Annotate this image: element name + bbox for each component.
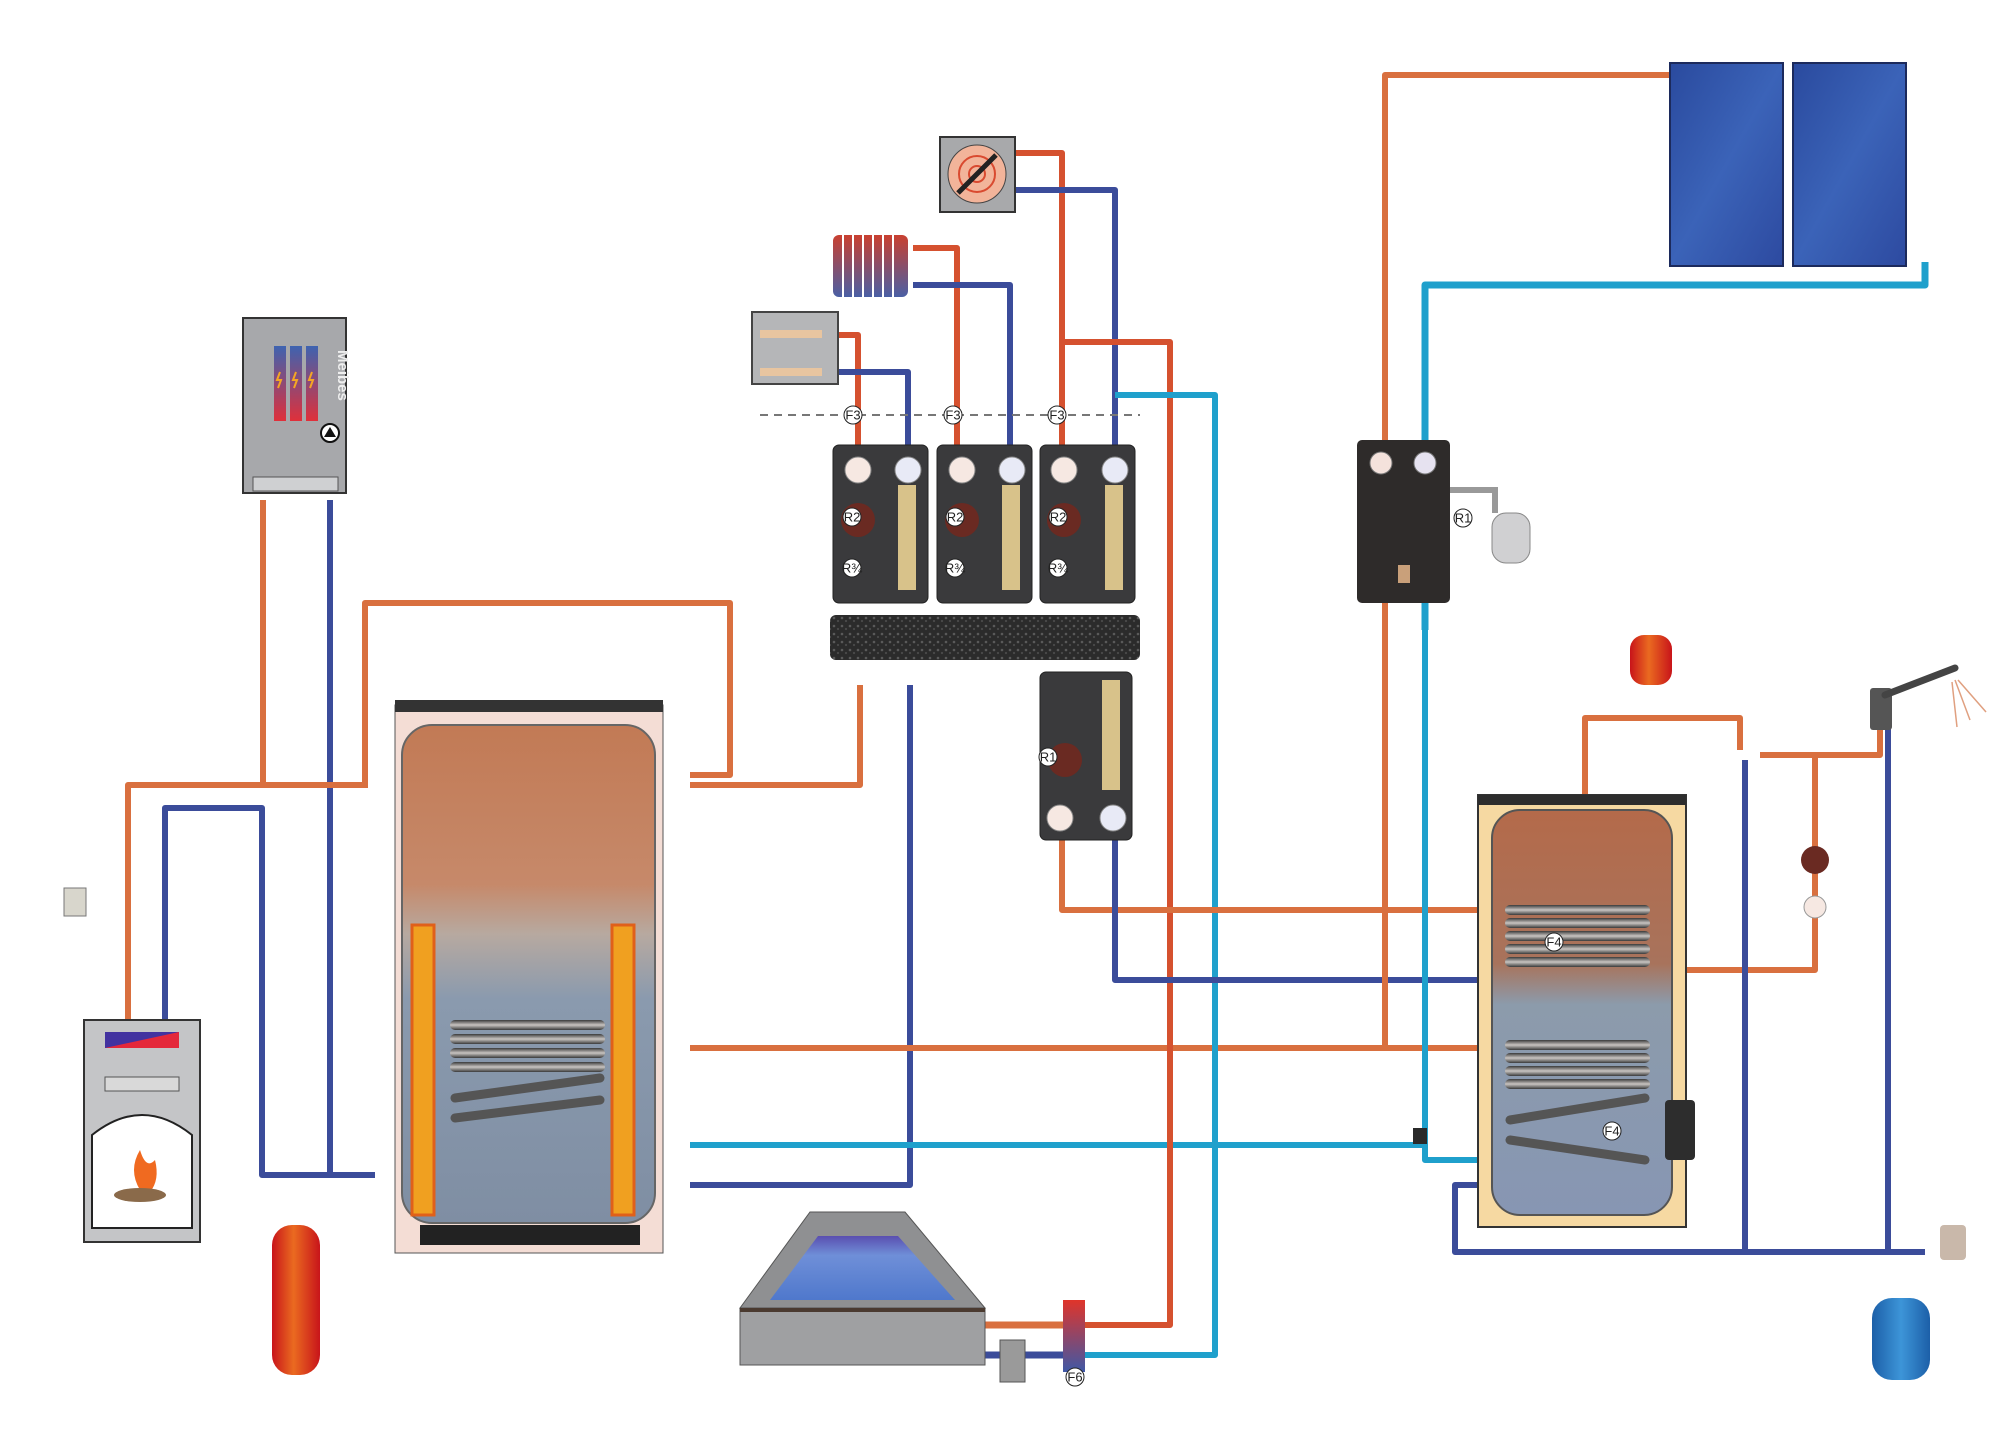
svg-text:F3: F3: [945, 408, 960, 423]
pipe-electric-boiler-supply: [260, 500, 368, 788]
flow-sensor-f3-2: F3: [943, 405, 963, 425]
pipe-dhw-hot-out: [1582, 715, 1743, 795]
pump-group-1: R2 R¾: [832, 444, 929, 604]
thermometer-icon: [1050, 456, 1078, 484]
pump-icon: [1048, 743, 1082, 777]
pipe-wood-boiler-supply: [125, 782, 365, 1020]
pipework: [125, 72, 1929, 1359]
svg-text:R1: R1: [1455, 511, 1472, 526]
pipe-floor-return: [825, 369, 911, 445]
solar-sensor-box: [1413, 1128, 1427, 1144]
svg-text:F3: F3: [1049, 408, 1064, 423]
thermometer-icon: [1099, 804, 1127, 832]
expansion-vessel-dhw: [1630, 635, 1672, 685]
floor-heating-manifold: [751, 311, 839, 385]
stratification-plate-left: [410, 923, 436, 1217]
pipe-cold-main: [1452, 1182, 1925, 1255]
tap-icon: [1870, 664, 1987, 730]
pipe-buffer-top-loop: [362, 600, 733, 785]
thermometer-icon: [948, 456, 976, 484]
svg-text:R2: R2: [947, 510, 964, 525]
pipe-fancoil-supply: [1015, 150, 1065, 445]
expansion-vessel-heating: [272, 1225, 320, 1375]
solar-expansion-vessel: [1491, 512, 1531, 564]
pipe-buffer-to-manifold: [690, 685, 863, 788]
svg-text:F4: F4: [1546, 935, 1561, 950]
pipe-solar-supply: [1382, 72, 1680, 620]
thermometer-icon: [1101, 456, 1129, 484]
swimming-pool: [739, 1211, 987, 1366]
svg-text:R¾: R¾: [945, 561, 965, 576]
buffer-coil: [450, 1020, 605, 1123]
svg-text:F6: F6: [1067, 1370, 1082, 1385]
thermometer-icon: [1803, 895, 1827, 919]
pipe-solar-to-dhw: [1382, 620, 1480, 1051]
dhw-tank: F4 F4: [1477, 794, 1695, 1228]
heat-exchanger-pipe: [104, 1076, 180, 1092]
pipe-dhw-to-tap: [1760, 728, 1883, 758]
thermometer-icon: [894, 456, 922, 484]
inspection-flange: [1665, 1100, 1695, 1160]
pipe-manifold-return: [690, 685, 913, 1188]
flow-sensor-f3-1: F3: [843, 405, 863, 425]
lightning-icon: [307, 371, 315, 389]
pipe-radiator-supply: [913, 245, 960, 445]
distribution-manifold: [830, 615, 1140, 660]
solar-station: R1: [1357, 440, 1531, 603]
expansion-vessel-cold-water: [1872, 1298, 1930, 1380]
solar-collectors: [1669, 62, 1907, 267]
fan-coil: [939, 136, 1016, 213]
wood-boiler: [63, 887, 201, 1243]
pipe-circulation: [1680, 755, 1818, 973]
lightning-icon: [291, 371, 299, 389]
thermometer-icon: [1046, 804, 1074, 832]
buffer-tank: [394, 700, 664, 1254]
pool-filter: [999, 1339, 1026, 1383]
pipe-radiator-return: [913, 282, 1013, 445]
pipe-buffer-coil-supply: [690, 620, 1388, 1051]
electric-boiler: Meibes: [242, 317, 351, 494]
pipe-pool-supply: [1062, 339, 1173, 1328]
safety-group: [1940, 1225, 1966, 1260]
svg-text:R¾: R¾: [1048, 561, 1068, 576]
pipe-loading-supply: [1059, 840, 1480, 913]
svg-text:R2: R2: [1050, 510, 1067, 525]
fire-icon: [134, 1150, 157, 1192]
dhw-coil-lower: F4: [1505, 1040, 1650, 1165]
pool-heat-exchanger: F6: [1063, 1300, 1085, 1387]
pipe-fancoil-return: [1015, 187, 1118, 445]
pump-group-2: R2 R¾: [936, 444, 1033, 604]
dhw-coil-upper: F4: [1505, 905, 1650, 967]
brand-label: Meibes: [334, 350, 351, 401]
radiator: [833, 235, 908, 297]
flow-sensor-f3-3: F3: [1047, 405, 1067, 425]
pipe-solar-return: [1421, 262, 1929, 630]
thermometer-icon: [998, 456, 1026, 484]
circulation-pump: [1801, 846, 1829, 919]
stratification-plate-right: [610, 923, 636, 1217]
pipe-loading-return: [1112, 840, 1480, 983]
pipe-wood-boiler-return: [162, 805, 375, 1178]
pipe-solar-return-dhw: [1422, 630, 1480, 1163]
thermometer-icon: [1413, 451, 1437, 475]
svg-text:F3: F3: [845, 408, 860, 423]
thermometer-icon: [1369, 451, 1393, 475]
solar-panel-1: [1669, 62, 1784, 267]
pipe-pool-return: [1075, 392, 1218, 1358]
svg-text:R1: R1: [1040, 750, 1057, 765]
solar-panel-2: [1792, 62, 1907, 267]
pump-group-3: R2 R¾: [1039, 444, 1136, 604]
thermometer-icon: [844, 456, 872, 484]
svg-text:R2: R2: [844, 510, 861, 525]
svg-text:F4: F4: [1604, 1124, 1619, 1139]
svg-text:R¾: R¾: [842, 561, 862, 576]
loading-pump-group: R1: [1038, 671, 1133, 841]
lightning-icon: [275, 371, 283, 389]
